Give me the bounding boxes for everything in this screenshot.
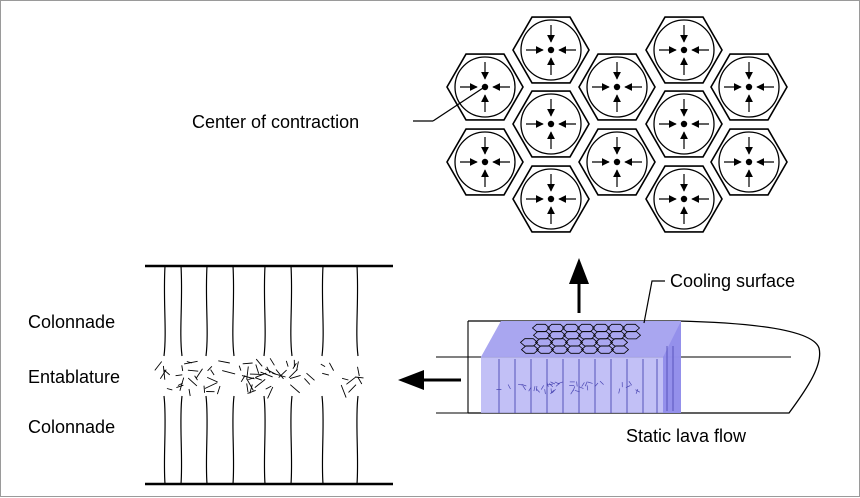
colonnade-upper-label: Colonnade: [28, 312, 115, 332]
lower-column-joint: [164, 396, 165, 484]
static-lava-flow-label: Static lava flow: [626, 426, 747, 446]
center-of-contraction-dot: [614, 84, 620, 90]
cooling-surface-label: Cooling surface: [670, 271, 795, 291]
center-of-contraction-label: Center of contraction: [192, 112, 359, 132]
lower-column-joint: [264, 396, 265, 484]
upper-column-joint: [291, 266, 292, 356]
lower-column-joint: [206, 396, 207, 484]
hexagon-cell: [646, 91, 722, 157]
center-of-contraction-dot: [482, 159, 488, 165]
center-of-contraction-dot: [681, 196, 687, 202]
hexagon-cell: [711, 54, 787, 120]
hexagon-cell: [711, 129, 787, 195]
entablature-label: Entablature: [28, 367, 120, 387]
upper-column-joint: [181, 266, 182, 356]
center-of-contraction-dot: [746, 84, 752, 90]
lower-column-joint: [291, 396, 292, 484]
upper-column-joint: [164, 266, 165, 356]
hexagon-cell: [579, 129, 655, 195]
lower-column-joint: [181, 396, 182, 484]
center-of-contraction-dot: [746, 159, 752, 165]
hexagon-cell: [513, 166, 589, 232]
lower-column-joint: [233, 396, 234, 484]
center-of-contraction-dot: [681, 121, 687, 127]
center-of-contraction-dot: [548, 196, 554, 202]
center-of-contraction-dot: [548, 47, 554, 53]
center-of-contraction-dot: [614, 159, 620, 165]
upper-column-joint: [357, 266, 358, 356]
center-of-contraction-dot: [482, 84, 488, 90]
upper-column-joint: [233, 266, 234, 356]
colonnade-lower-label: Colonnade: [28, 417, 115, 437]
lava-flow-block: [436, 321, 820, 413]
hexagon-cell: [513, 17, 589, 83]
upper-column-joint: [322, 266, 323, 356]
hexagon-cell: [447, 54, 523, 120]
upper-column-joint: [206, 266, 207, 356]
entablature-fractures: [155, 358, 364, 398]
hexagon-joint-pattern: [447, 17, 787, 232]
lower-column-joint: [322, 396, 323, 484]
upward-arrow: [569, 258, 589, 313]
center-of-contraction-dot: [681, 47, 687, 53]
hexagon-cell: [513, 91, 589, 157]
columnar-section: [145, 266, 393, 484]
cooling-surface-leader: [644, 281, 665, 323]
upper-column-joint: [264, 266, 265, 356]
hexagon-cell: [447, 129, 523, 195]
leftward-arrow: [398, 370, 461, 390]
hexagon-cell: [646, 17, 722, 83]
lower-column-joint: [357, 396, 358, 484]
center-of-contraction-dot: [548, 121, 554, 127]
hexagon-cell: [646, 166, 722, 232]
hexagon-cell: [579, 54, 655, 120]
